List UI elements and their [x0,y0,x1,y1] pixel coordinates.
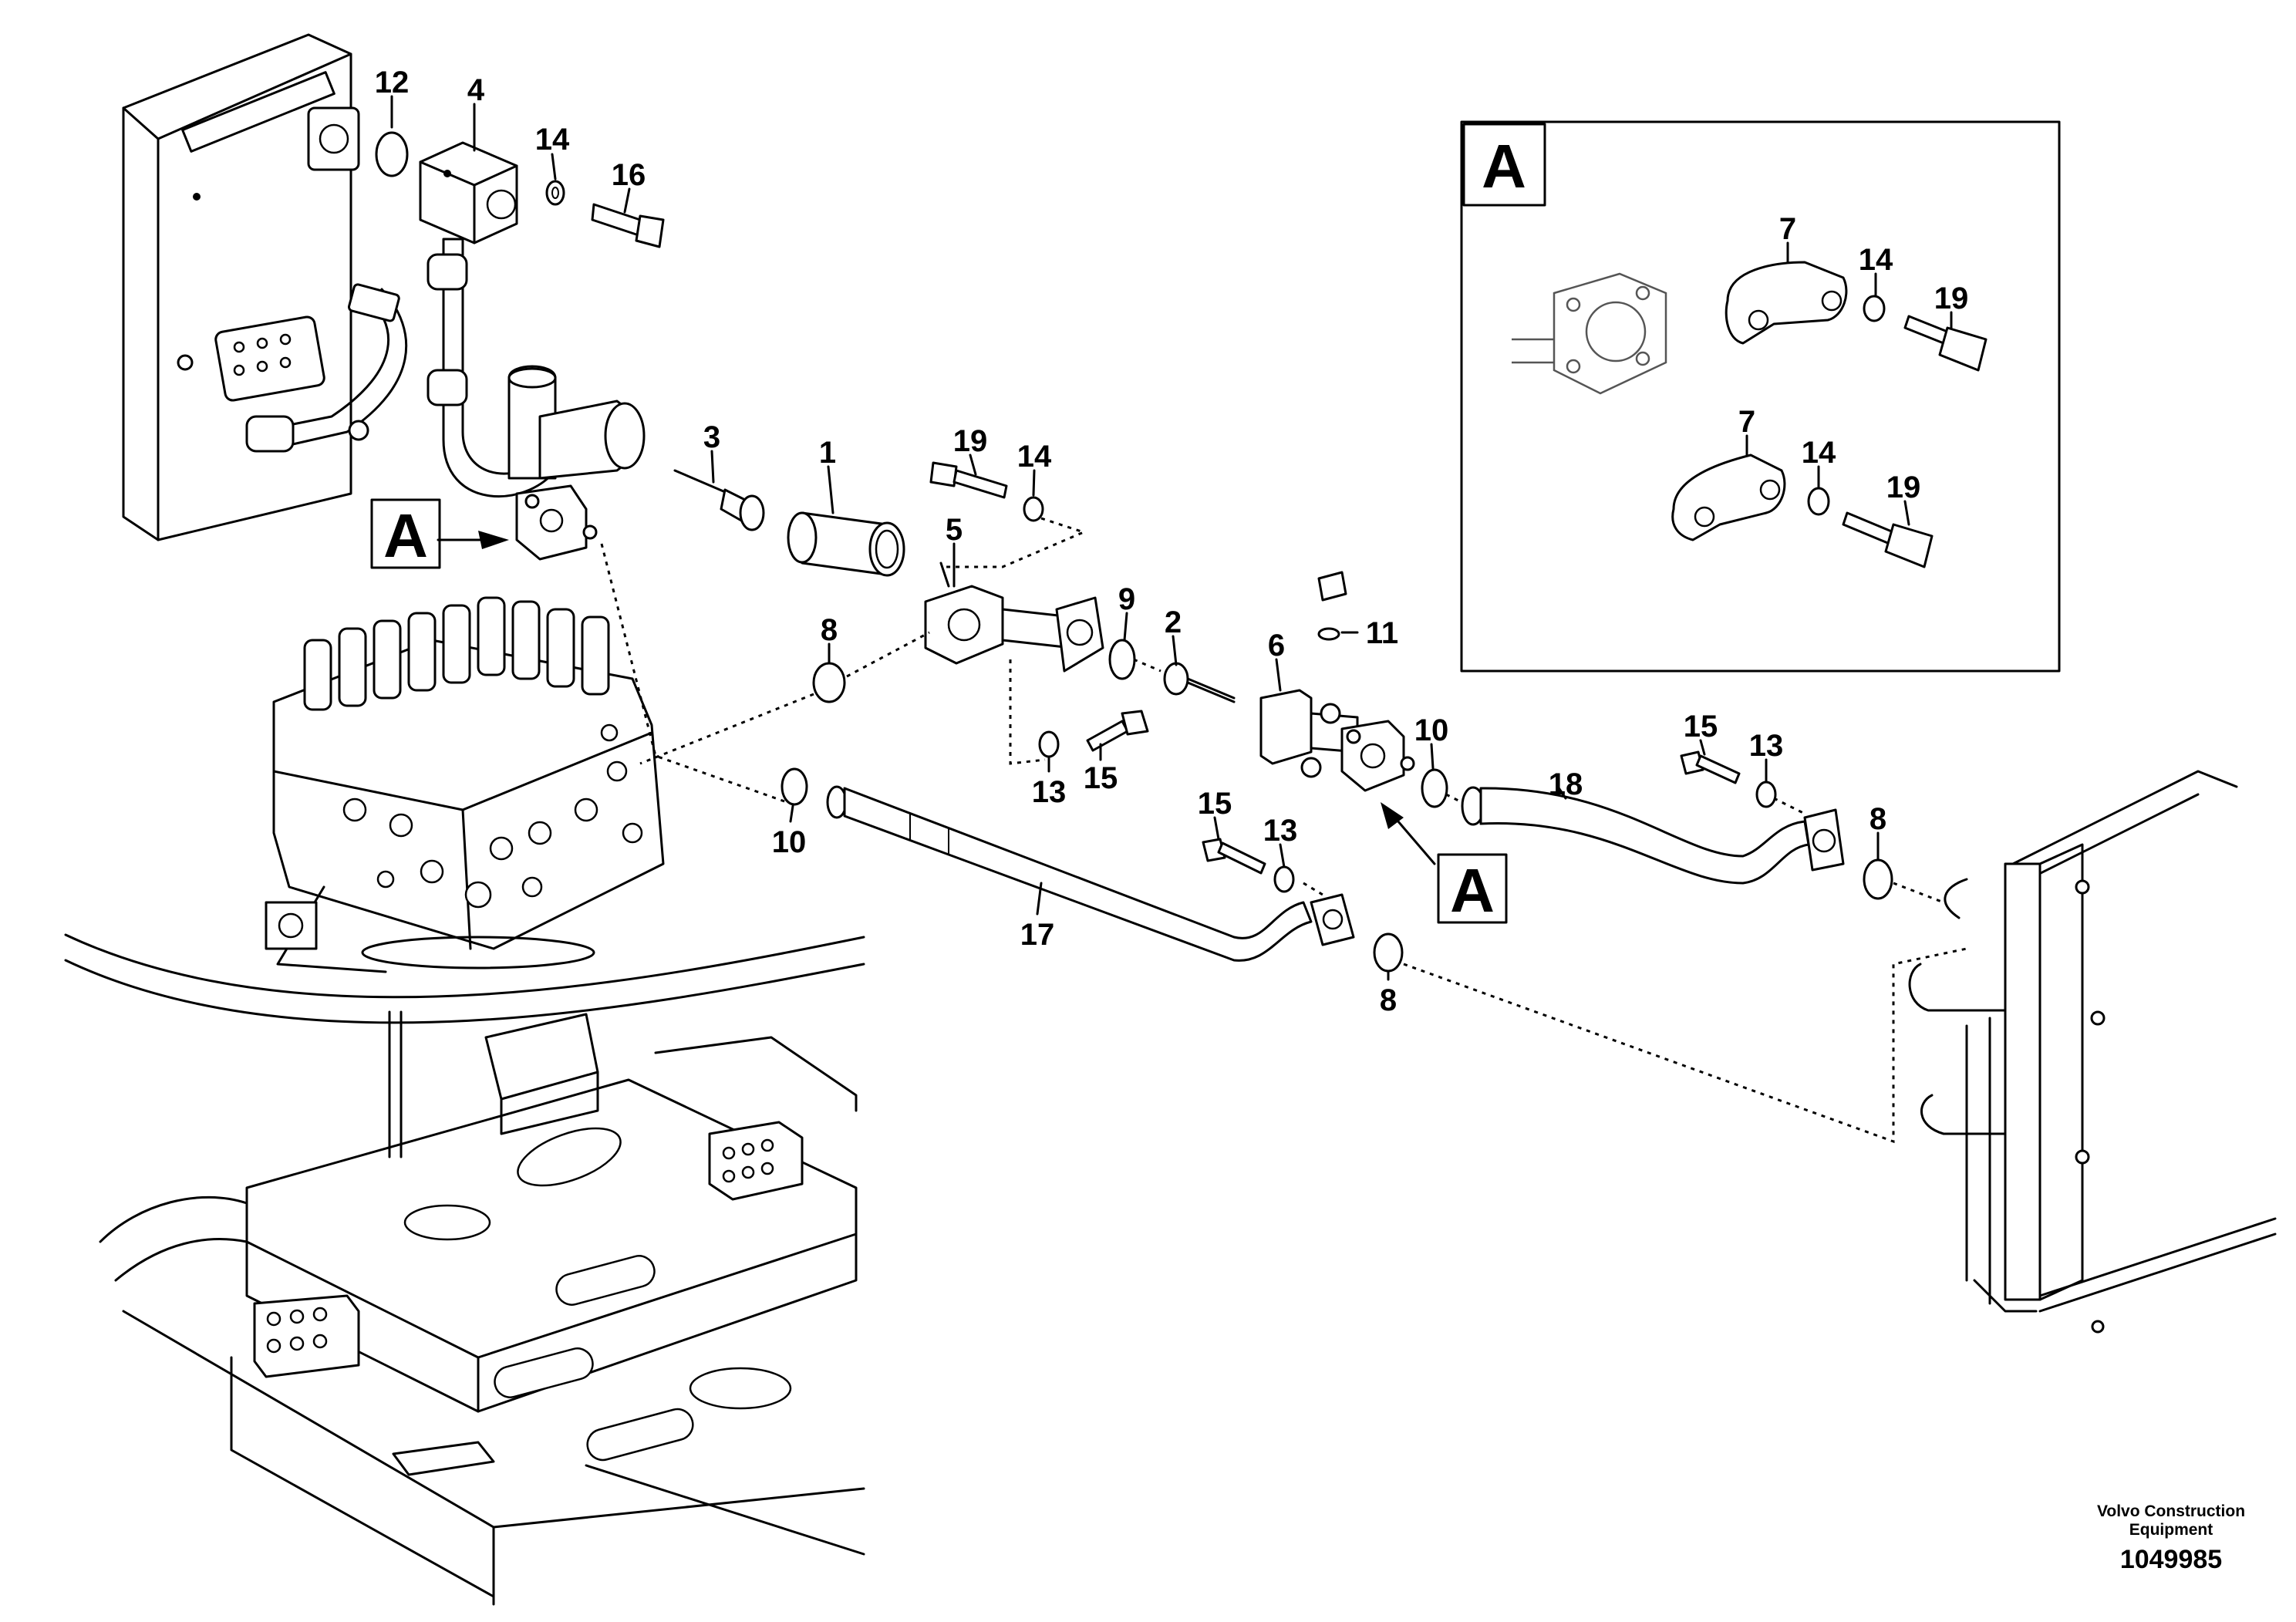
bolt-19-center [929,461,1008,499]
washer-13-near-17 [1273,865,1295,893]
callout-19: 19 [1934,282,1969,315]
o-ring-8-left [812,662,846,703]
callout-15: 15 [1684,710,1718,744]
pointer-label-center: A [1450,856,1495,925]
manufacturer-line-1: Volvo Construction [2096,1502,2246,1520]
callout-4: 4 [467,73,485,107]
callout-14: 14 [1802,436,1836,470]
callout-14: 14 [1859,243,1893,277]
radiator-frame-drawing [1908,770,2277,1334]
hydraulic-oil-cooler-drawing [122,33,408,541]
callout-10: 10 [772,825,807,859]
o-ring-12 [375,131,409,177]
callout-2: 2 [1165,605,1182,639]
o-ring-8-bottom [1373,932,1404,973]
detail-box-letter: A [1482,132,1526,201]
callout-19: 19 [1886,470,1921,504]
adapter-6 [1259,689,1359,778]
bolt-15-under-5 [1086,710,1149,752]
callout-5: 5 [946,513,963,547]
callout-11: 11 [1366,616,1398,650]
chassis-frame-drawing [64,933,865,1606]
callout-7: 7 [1779,212,1796,246]
manufacturer-name: Volvo Construction Equipment [2075,1502,2267,1539]
bolt-16 [591,203,665,248]
washer-13-under-5 [1038,730,1060,758]
view-label-box-center [1437,853,1508,924]
figure-number: 1049985 [2119,1545,2223,1574]
detail-view-a [1460,120,2061,673]
callout-8: 8 [1380,983,1397,1017]
callout-12: 12 [375,66,410,99]
callout-13: 13 [1749,729,1784,763]
callout-14: 14 [535,123,570,157]
main-control-valve-drawing [265,596,665,973]
pointer-arrow-center [1381,802,1404,829]
o-ring-10-right [1421,768,1448,808]
callout-1: 1 [819,436,836,470]
pipe-assembly-4 [419,141,646,561]
sleeve-1 [787,511,905,577]
o-ring-9 [1108,639,1136,680]
washer-13-near-18 [1755,781,1777,808]
washer-14-top [545,180,565,206]
callout-16: 16 [612,158,646,192]
callout-8: 8 [821,613,838,647]
flange-pipe-5 [924,561,1104,673]
plug-11 [1317,571,1347,641]
pointer-label-left: A [383,501,428,570]
bolt-15-near-18 [1680,750,1741,784]
callout-17: 17 [1020,918,1055,952]
callout-13: 13 [1263,814,1298,848]
callout-6: 6 [1268,629,1285,663]
callout-15: 15 [1198,787,1232,821]
o-ring-10-left [781,767,808,806]
callout-8: 8 [1870,802,1886,836]
washer-14-center [1023,496,1044,522]
callout-14: 14 [1017,440,1052,474]
callout-19: 19 [953,424,988,458]
assembly-guide-lines [600,517,1967,1144]
manufacturer-line-2: Equipment [2129,1521,2213,1539]
callout-3: 3 [703,420,720,454]
pipe-17 [826,785,1355,962]
bolt-15-near-17 [1202,838,1266,875]
callout-13: 13 [1032,775,1067,809]
o-ring-8-right [1863,858,1893,900]
view-label-box-left [370,498,441,569]
callout-15: 15 [1084,761,1118,795]
pointer-arrow-left [478,531,509,549]
callout-7: 7 [1738,405,1755,439]
pipe-18 [1461,786,1845,885]
check-valve-2 [1163,662,1236,703]
flange-clamp-center [1340,720,1415,792]
callout-10: 10 [1414,713,1449,747]
callout-18: 18 [1549,767,1583,801]
check-valve-3 [673,469,765,531]
callout-9: 9 [1118,582,1135,616]
